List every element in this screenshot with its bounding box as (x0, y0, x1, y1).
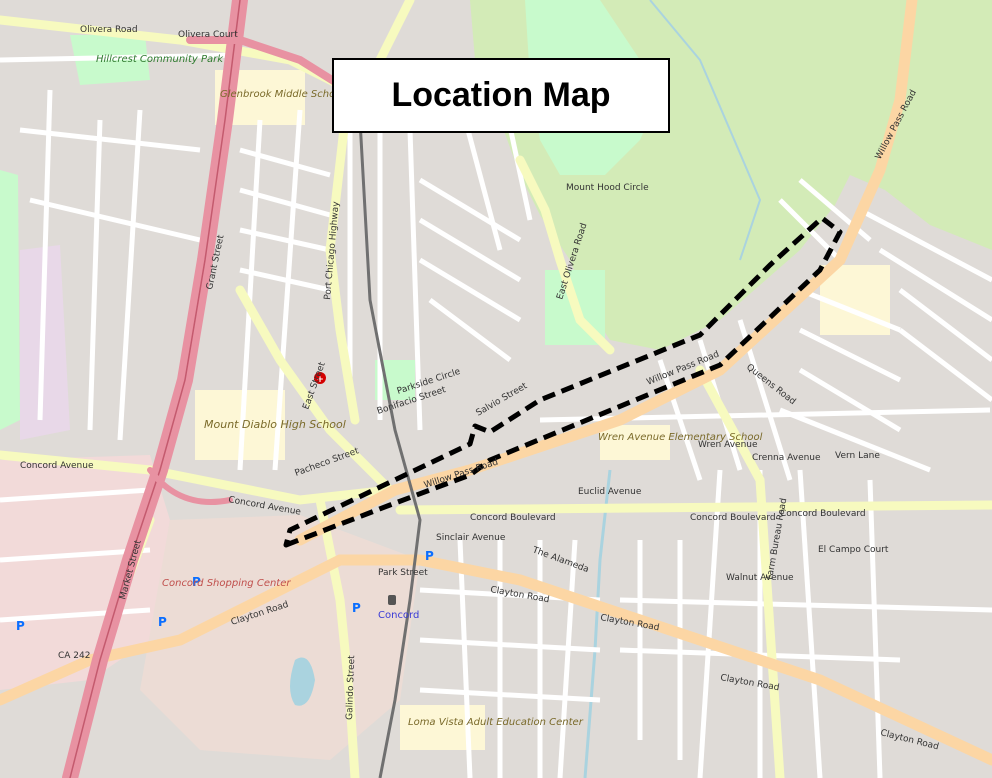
hospital-cross: + (316, 375, 324, 385)
parking-icon: P (16, 619, 25, 633)
parking-icon: P (158, 615, 167, 629)
pond (290, 657, 315, 706)
railroad (358, 119, 422, 778)
road-label: Park Street (378, 568, 428, 578)
parking-icon: P (192, 575, 201, 589)
project-corridor-outline (283, 215, 843, 548)
residential-streets (0, 52, 992, 778)
road-label: Wren Avenue (698, 440, 758, 450)
map-title-box: Location Map (332, 58, 670, 133)
parking-icon: P (352, 601, 361, 615)
road-label: Galindo Street (345, 655, 357, 720)
commercial-area-west (0, 455, 170, 690)
creek-east (649, 0, 762, 261)
parking-icon: P (425, 549, 434, 563)
road-label: Concord Boulevard (780, 509, 866, 519)
road-label: Walnut Avenue (726, 573, 794, 583)
road-label: Euclid Avenue (578, 487, 642, 497)
school-ground-wren (600, 425, 670, 460)
road-label: Crenna Avenue (752, 453, 821, 463)
road-label: Olivera Court (178, 30, 238, 40)
place-label-shopping: Concord Shopping Center (162, 578, 291, 589)
road-label: El Campo Court (818, 545, 889, 555)
road-label: Mount Hood Circle (566, 183, 649, 193)
road-label: CA 242 (58, 651, 90, 661)
road-label: Vern Lane (835, 451, 880, 461)
road-label: Concord Boulevard (690, 513, 776, 523)
road-label: Sinclair Avenue (436, 533, 506, 543)
park-west (0, 170, 20, 430)
train-station-icon (388, 595, 396, 605)
place-label-station: Concord (378, 610, 419, 621)
place-label-loma-vista: Loma Vista Adult Education Center (408, 717, 584, 728)
road-label: Concord Boulevard (470, 513, 556, 523)
map-title: Location Map (391, 76, 611, 114)
place-label-glenbrook: Glenbrook Middle School (220, 89, 344, 100)
hospital-icon (314, 372, 326, 384)
freeway-242 (62, 0, 344, 778)
place-label-hillcrest: Hillcrest Community Park (96, 54, 224, 65)
road-label: Olivera Road (80, 25, 138, 35)
place-label-wren: Wren Avenue Elementary School (598, 432, 763, 443)
commercial-area-purple (20, 245, 70, 440)
place-label-mdhs: Mount Diablo High School (204, 418, 346, 431)
road-label: Concord Avenue (20, 461, 94, 471)
